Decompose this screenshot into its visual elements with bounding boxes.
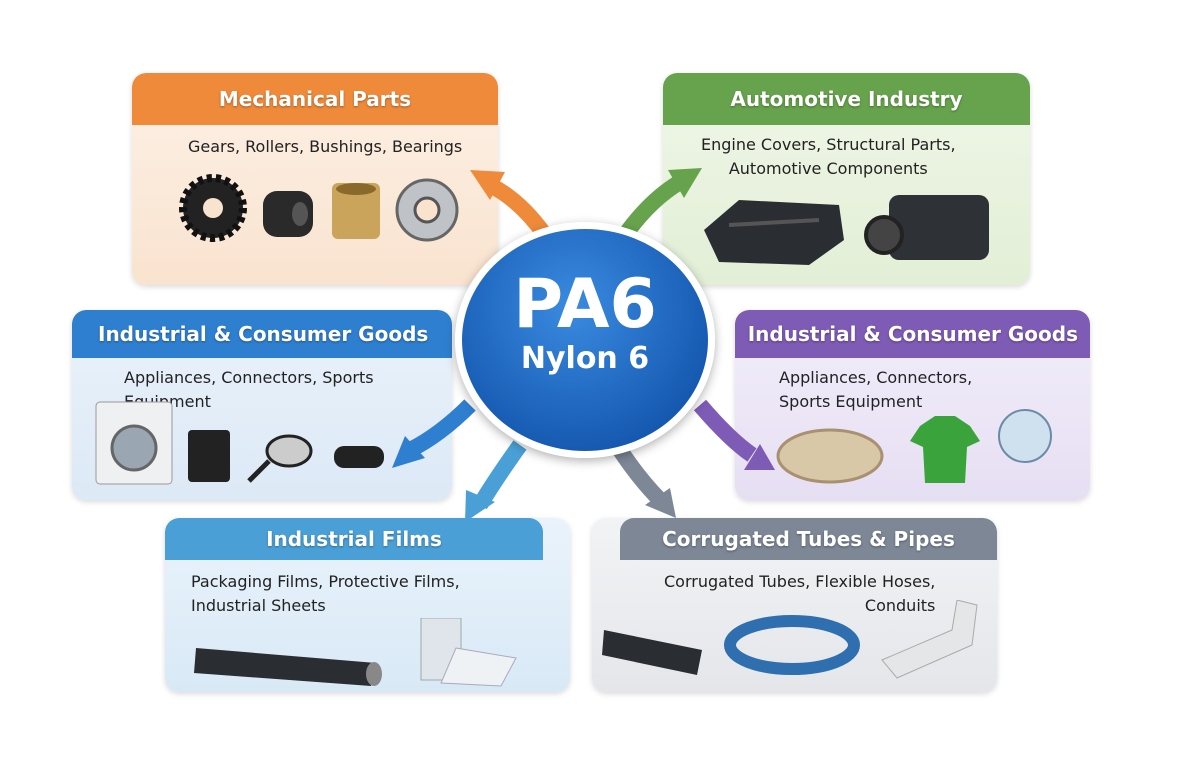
arrow-head	[645, 488, 676, 518]
net-image	[998, 409, 1052, 463]
gear-image	[179, 174, 247, 242]
panel-description-line: Conduits	[864, 596, 936, 615]
panel-title: Industrial & Consumer Goods	[735, 310, 1090, 358]
center-pa6-circle: PA6 Nylon 6	[455, 222, 715, 458]
panel-description: Gears, Rollers, Bushings, Bearings	[188, 137, 463, 156]
panel-corrugated-tubes-pipes: Corrugated Tubes & Pipes Corrugated Tube…	[592, 518, 997, 692]
panel-title: Automotive Industry	[663, 73, 1030, 125]
panel-title: Corrugated Tubes & Pipes	[620, 518, 997, 560]
connector-image	[188, 430, 230, 482]
panel-industrial-films: Industrial Films Packaging Films, Protec…	[165, 518, 570, 692]
panel-automotive-industry: Automotive Industry Engine Covers, Struc…	[663, 73, 1030, 285]
film-roll-image	[420, 618, 517, 687]
panel-mechanical-parts: Mechanical Parts Gears, Rollers, Bushing…	[132, 73, 498, 285]
panel-description-line: Industrial Sheets	[191, 596, 326, 615]
arrow-to-industrial-left	[406, 399, 476, 458]
bearing-image	[395, 178, 459, 242]
panel-industrial-consumer-goods-right: Industrial & Consumer Goods Appliances, …	[735, 310, 1090, 500]
panel-industrial-consumer-goods-left: Industrial & Consumer Goods Appliances, …	[72, 310, 452, 500]
flexible-hose-image	[724, 615, 860, 675]
arrow-head	[465, 490, 495, 522]
t-shirt-image	[910, 416, 980, 483]
engine-image	[864, 195, 989, 260]
arrow-to-industrial-right	[693, 399, 757, 462]
black-corrugated-tube-image	[602, 630, 702, 675]
panel-description-line: Sports Equipment	[779, 392, 923, 411]
panel-title: Mechanical Parts	[132, 73, 498, 125]
arrow-to-mechanical	[486, 177, 552, 240]
corrugated-pipe-image	[194, 648, 382, 686]
arrow-head	[744, 444, 775, 470]
rope-roll-image	[776, 428, 884, 484]
panel-title: Industrial Films	[165, 518, 543, 560]
roller-image	[263, 191, 313, 237]
washing-machine-image	[95, 401, 173, 485]
panel-description-line: Automotive Components	[728, 159, 928, 178]
panel-description-line: Packaging Films, Protective Films,	[191, 572, 460, 591]
panel-description-line: Appliances, Connectors,	[779, 368, 973, 387]
panel-title: Industrial & Consumer Goods	[72, 310, 452, 358]
arrow-head	[392, 436, 425, 468]
arrow-head	[470, 170, 505, 200]
bushing-image	[332, 183, 380, 239]
conduit-image	[881, 600, 978, 679]
panel-description-line: Engine Covers, Structural Parts,	[701, 135, 956, 154]
arrow-to-films	[473, 440, 527, 510]
hair-dryer-image	[334, 446, 384, 468]
racket-image	[247, 434, 313, 483]
arrow-head	[668, 168, 702, 198]
arrow-to-automotive	[618, 175, 685, 240]
engine-cover-image	[704, 200, 844, 265]
center-subtitle: Nylon 6	[520, 341, 650, 376]
center-title: PA6	[513, 265, 657, 344]
panel-description-line: Corrugated Tubes, Flexible Hoses,	[664, 572, 936, 591]
arrow-to-corrugated	[613, 445, 666, 506]
